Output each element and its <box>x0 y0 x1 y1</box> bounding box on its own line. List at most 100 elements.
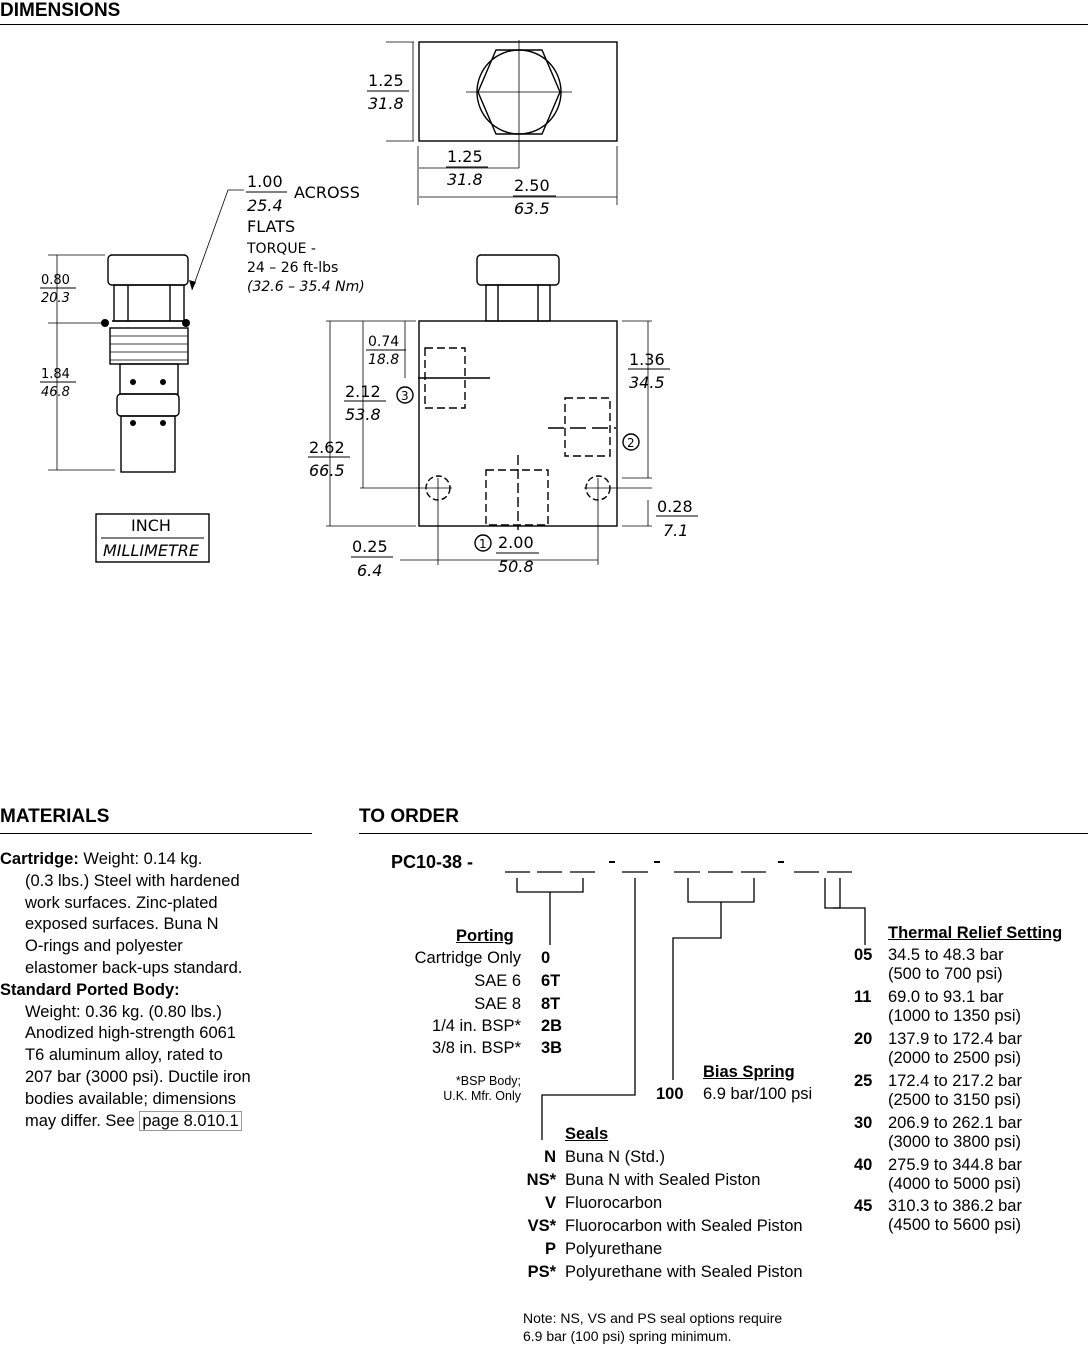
port-1-label: 1 <box>479 537 487 551</box>
cart-head-inch: 0.80 <box>41 273 70 288</box>
to-order-rule <box>359 833 1088 834</box>
materials-rule <box>0 833 312 834</box>
port2-height-inch: 1.36 <box>629 350 665 369</box>
cartridge-line-3: work surfaces. Zinc-plated <box>25 893 218 912</box>
seal-label-4: Polyurethane <box>565 1240 663 1258</box>
porting-code-4: 3B <box>541 1039 563 1057</box>
cartridge-line-6: elastomer back-ups standard. <box>25 958 243 977</box>
top-width-mm: 63.5 <box>514 199 550 218</box>
port-top-mm: 18.8 <box>368 352 399 368</box>
bias-spring-code: 100 <box>656 1085 684 1103</box>
relief-code-6: 45 <box>854 1197 873 1215</box>
seal-label-2: Fluorocarbon <box>565 1194 663 1212</box>
across-flats-inch: 1.00 <box>247 172 283 191</box>
port-1-marker <box>474 534 492 552</box>
hole-spacing-mm: 50.8 <box>498 557 534 576</box>
porting-code-2: 8T <box>541 995 561 1013</box>
porting-footnote-1: *BSP Body; <box>455 1074 521 1088</box>
flats-text: FLATS <box>247 217 295 236</box>
torque-metric: (32.6 – 35.4 Nm) <box>247 279 365 295</box>
cartridge-line-2: (0.3 lbs.) Steel with hardened <box>25 871 240 890</box>
porting-code-1: 6T <box>541 972 561 990</box>
relief-psi-3: (2500 to 3150 psi) <box>888 1091 1022 1109</box>
bias-spring-title: Bias Spring <box>703 1063 795 1081</box>
cartridge-nose <box>120 415 176 473</box>
page-link[interactable]: page 8.010.1 <box>139 1110 242 1131</box>
cart-head-mm: 20.3 <box>41 291 70 306</box>
relief-bar-3: 172.4 to 217.2 bar <box>888 1072 1022 1090</box>
seals-note-2: 6.9 bar (100 psi) spring minimum. <box>523 1328 732 1344</box>
body-line-4: 207 bar (3000 psi). Ductile iron <box>25 1067 251 1086</box>
porting-code-0: 0 <box>541 949 551 967</box>
top-view-body <box>418 41 618 142</box>
dimensions-rule <box>0 24 1088 25</box>
port-3-label: 3 <box>401 389 409 403</box>
relief-code-2: 20 <box>854 1030 873 1048</box>
hole-spacing-inch: 2.00 <box>498 533 534 552</box>
cart-body-inch: 1.84 <box>41 367 70 382</box>
porting-title: Porting <box>456 927 514 945</box>
top-width-inch: 2.50 <box>514 176 550 195</box>
dimension-drawing: 1.00 25.4 ACROSS FLATS TORQUE - 24 – 26 … <box>40 40 698 580</box>
port-3-marker <box>396 386 414 404</box>
body-line-5: bodies available; dimensions <box>25 1089 236 1108</box>
porting-label-3: 1/4 in. BSP* <box>432 1017 521 1035</box>
cartridge-label: Cartridge: <box>0 850 79 868</box>
port-2-outline <box>564 397 611 457</box>
body-line-2: Anodized high-strength 6061 <box>25 1024 236 1043</box>
units-legend-inch: INCH <box>131 516 171 535</box>
porting-label-1: SAE 6 <box>474 972 521 990</box>
to-order-heading: TO ORDER <box>359 806 459 827</box>
relief-bar-2: 137.9 to 172.4 bar <box>888 1030 1022 1048</box>
units-legend-mm: MILLIMETRE <box>103 541 200 560</box>
top-half-width-mm: 31.8 <box>447 170 483 189</box>
hole-offset-y-inch: 0.28 <box>657 497 693 516</box>
seal-code-1: NS* <box>526 1171 556 1189</box>
relief-bar-6: 310.3 to 386.2 bar <box>888 1197 1022 1215</box>
porting-label-2: SAE 8 <box>474 995 521 1013</box>
porting-footnote-2: U.K. Mfr. Only <box>443 1089 521 1103</box>
seals-note-1: Note: NS, VS and PS seal options require <box>523 1310 783 1326</box>
porting-label-0: Cartridge Only <box>414 949 521 967</box>
cartridge-line-5: O-rings and polyester <box>25 937 183 956</box>
porting-code-3: 2B <box>541 1017 563 1035</box>
materials-heading: MATERIALS <box>0 806 110 827</box>
relief-psi-0: (500 to 700 psi) <box>888 965 1003 983</box>
top-height-inch: 1.25 <box>368 71 404 90</box>
relief-psi-1: (1000 to 1350 psi) <box>888 1007 1022 1025</box>
front-cartridge-hex <box>485 284 551 322</box>
seal-code-0: N <box>544 1148 556 1166</box>
relief-bar-4: 206.9 to 262.1 bar <box>888 1114 1022 1132</box>
port-2-marker <box>622 433 640 451</box>
relief-bar-1: 69.0 to 93.1 bar <box>888 988 1004 1006</box>
dimensions-heading: DIMENSIONS <box>0 0 121 21</box>
body-line-1: Weight: 0.36 kg. (0.80 lbs.) <box>25 1002 222 1021</box>
materials-section: Cartridge: Weight: 0.14 kg. (0.3 lbs.) S… <box>0 849 312 1132</box>
top-height-mm: 31.8 <box>368 94 404 113</box>
seal-code-4: P <box>544 1240 556 1258</box>
hole-offset-y-mm: 7.1 <box>663 521 688 540</box>
seals-title: Seals <box>565 1125 609 1143</box>
relief-code-4: 30 <box>854 1114 873 1132</box>
body-height-inch: 2.62 <box>309 438 345 457</box>
cart-body-mm: 46.8 <box>41 385 70 400</box>
seal-label-5: Polyurethane with Sealed Piston <box>565 1263 803 1281</box>
hole-offset-x-mm: 6.4 <box>357 561 382 580</box>
body-label: Standard Ported Body: <box>0 980 180 999</box>
torque-label: TORQUE - <box>246 241 316 257</box>
port-top-inch: 0.74 <box>368 334 399 350</box>
relief-code-5: 40 <box>854 1156 873 1174</box>
relief-psi-4: (3000 to 3800 psi) <box>888 1133 1022 1151</box>
across-flats-text: ACROSS <box>294 183 360 202</box>
cartridge-line-1: Cartridge: Weight: 0.14 kg. <box>0 850 203 868</box>
model-code: PC10-38 - <box>391 852 474 872</box>
relief-bar-0: 34.5 to 48.3 bar <box>888 946 1004 964</box>
seal-label-3: Fluorocarbon with Sealed Piston <box>565 1217 803 1235</box>
relief-code-3: 25 <box>854 1072 873 1090</box>
units-legend-box <box>95 513 210 563</box>
seal-label-1: Buna N with Sealed Piston <box>565 1171 761 1189</box>
port-2-label: 2 <box>627 436 635 450</box>
relief-psi-5: (4000 to 5000 psi) <box>888 1175 1022 1193</box>
port3-height-inch: 2.12 <box>345 382 381 401</box>
